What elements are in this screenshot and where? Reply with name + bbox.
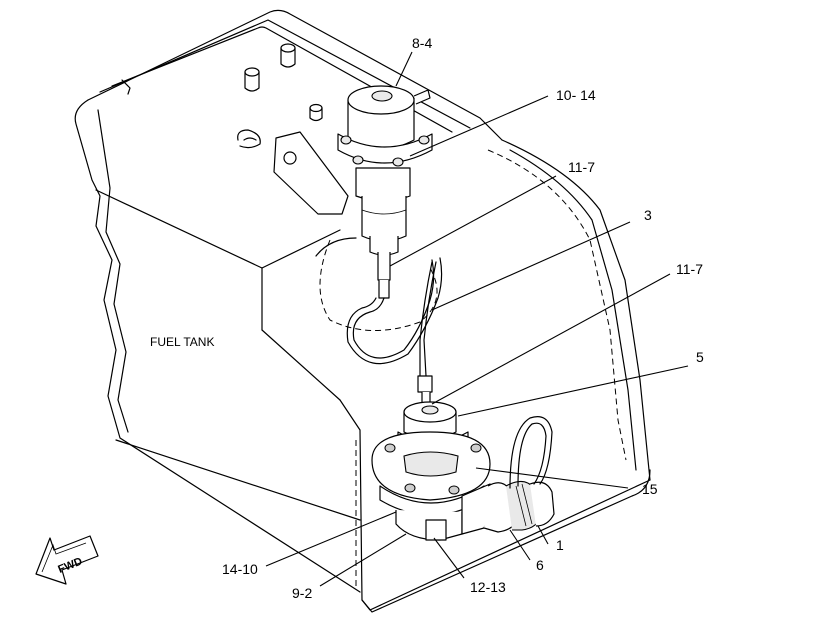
callout-11-7-upper: 11-7 [568,159,595,175]
leader-lines [265,51,689,587]
callouts: 8-4 10- 14 11-7 3 11-7 5 15 1 6 12-13 9-… [150,35,704,601]
callout-10-14: 10- 14 [556,87,596,103]
callout-5: 5 [696,349,704,365]
fwd-arrow-icon: FWD [35,535,99,585]
callout-8-4: 8-4 [412,35,432,51]
callout-15: 15 [642,481,658,497]
callout-9-2: 9-2 [292,585,312,601]
callout-12-13: 12-13 [470,579,506,595]
fuel-line [346,257,443,377]
callout-3: 3 [644,207,652,223]
callout-14-10: 14-10 [222,561,258,577]
fuel-tank-label: FUEL TANK [150,335,214,349]
callout-11-7-lower: 11-7 [676,261,703,277]
lower-pump-assembly [371,375,555,541]
fuel-tank-outline [74,9,651,613]
upper-fuel-pump [337,85,433,299]
callout-6: 6 [536,557,544,573]
callout-1: 1 [556,537,564,553]
